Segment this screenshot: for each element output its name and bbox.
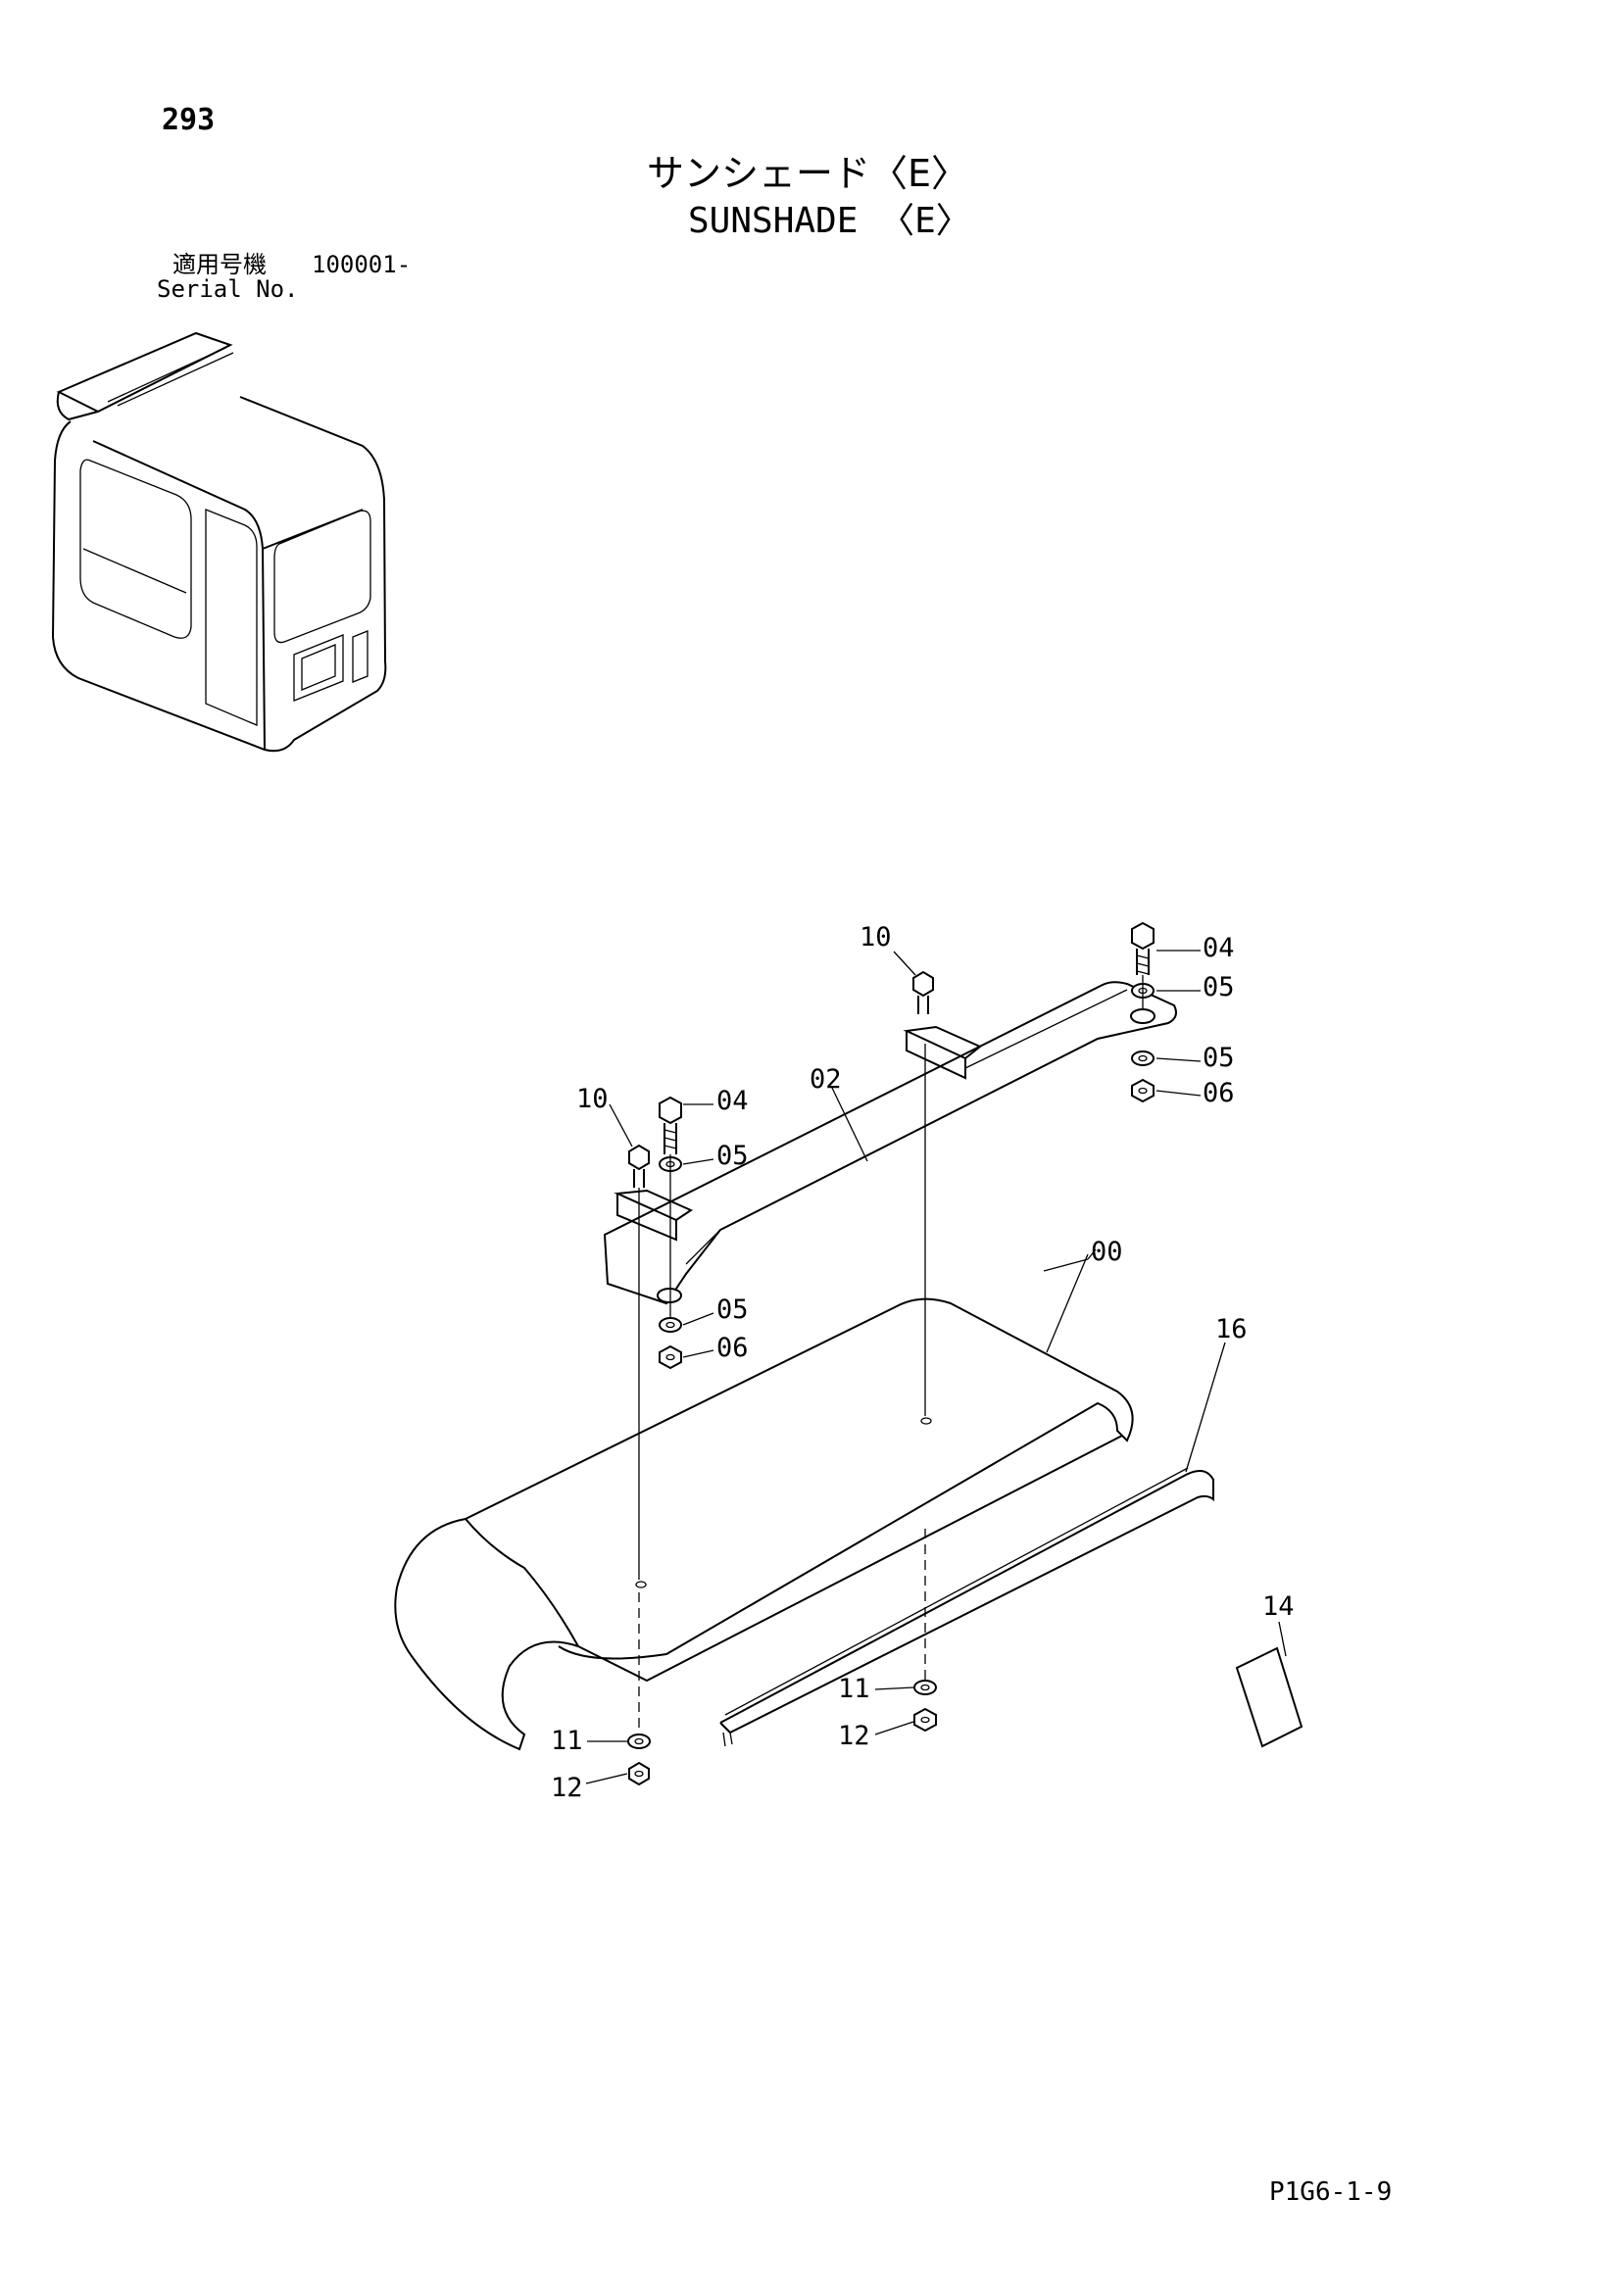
edge-strip [719,1467,1214,1747]
callout-05-right-upper: 05 [1203,972,1235,1002]
callout-12-left: 12 [551,1773,583,1803]
center-bolt-stack [912,970,937,1733]
support-frame [603,981,1177,1305]
callout-05-left-lower: 05 [716,1295,749,1325]
callout-00: 00 [1091,1237,1123,1267]
serial-number-range: 100001- [312,251,412,278]
page-number: 293 [162,103,216,137]
callout-10-center: 10 [860,922,892,953]
cab-thumbnail [51,331,387,753]
callout-05-right-lower: 05 [1203,1043,1235,1073]
alignment-lines [638,975,1144,1733]
callout-06-left: 06 [716,1333,749,1363]
title-english: SUNSHADE 〈E〉 [688,201,971,241]
callout-12-center: 12 [838,1721,870,1751]
callout-04-right: 04 [1203,933,1235,963]
decal-plate [1235,1646,1303,1748]
callout-11-left: 11 [551,1726,583,1756]
callout-16: 16 [1215,1314,1248,1344]
callout-02: 02 [810,1064,842,1095]
serial-label-japanese: 適用号機 [172,251,267,278]
left-bolt-stack [627,1096,682,1786]
callout-05-left-upper: 05 [716,1141,749,1171]
callout-11-center: 11 [838,1674,870,1704]
figure-code: P1G6-1-9 [1269,2177,1393,2207]
leader-lines [585,950,1287,1784]
callout-10-left: 10 [576,1084,609,1114]
serial-label-english: Serial No. [157,275,299,303]
callout-06-right: 06 [1203,1078,1235,1108]
sunshade-panel [394,1297,1134,1751]
title-japanese: サンシェード〈E〉 [647,152,969,195]
callout-04-left: 04 [716,1086,749,1116]
callout-14: 14 [1262,1591,1295,1622]
callout-labels: 00 02 04 04 05 05 05 05 06 06 10 10 11 1… [551,922,1295,1803]
